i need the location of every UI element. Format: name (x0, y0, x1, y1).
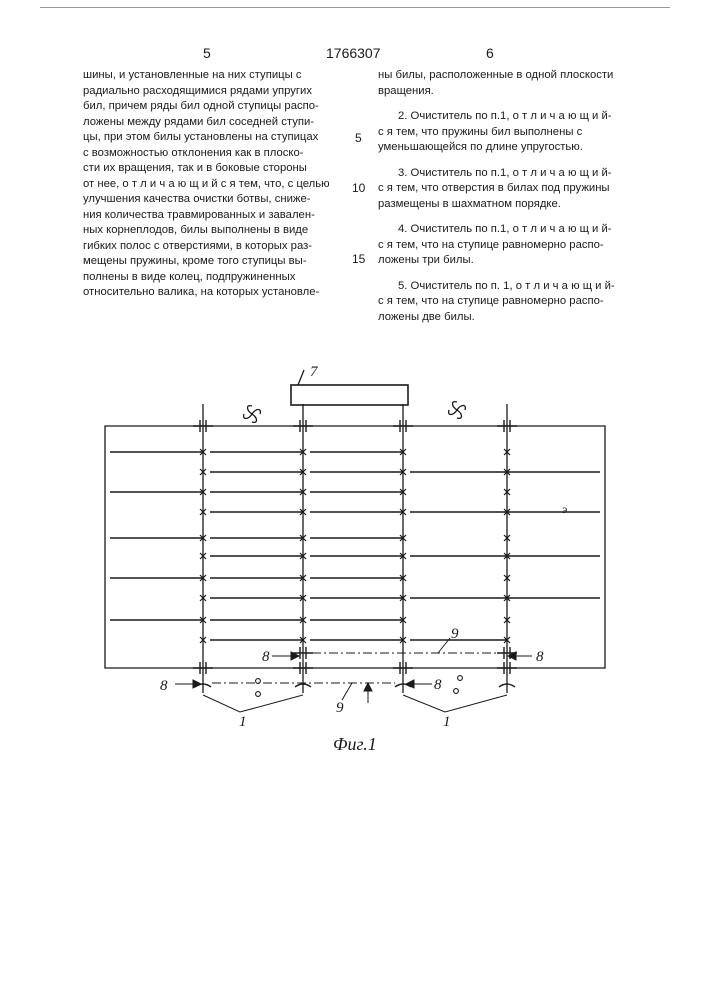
fan-symbol-right (449, 402, 466, 419)
leader-1-left (203, 695, 303, 712)
label-9-lower: 9 (336, 700, 344, 716)
label-7: 7 (310, 364, 319, 380)
upward-arrow-head (364, 683, 372, 691)
label-9-upper: 9 (451, 626, 459, 642)
bearings (193, 420, 517, 687)
label-1-left: 1 (239, 714, 247, 730)
hole (454, 689, 459, 694)
label-8-left: 8 (160, 678, 168, 694)
label-1-right: 1 (443, 714, 451, 730)
hole (458, 676, 463, 681)
frame-outline-right (507, 426, 605, 668)
leader-7 (298, 370, 304, 385)
label-8-mid: 8 (262, 649, 270, 665)
block-7 (291, 385, 408, 405)
fan-symbol-left (244, 406, 261, 423)
hole (256, 692, 261, 697)
label-8-far: 8 (536, 649, 544, 665)
arrow-8-left-head (193, 680, 201, 688)
label-8-right: 8 (434, 677, 442, 693)
label-e: э (562, 502, 567, 516)
leader-1-right (403, 695, 507, 712)
beater-bars (110, 452, 600, 640)
figure-caption: Фиг.1 (333, 734, 377, 754)
hub-marks (200, 449, 510, 643)
frame-outline (105, 426, 203, 668)
leader-9-lower (342, 683, 352, 700)
